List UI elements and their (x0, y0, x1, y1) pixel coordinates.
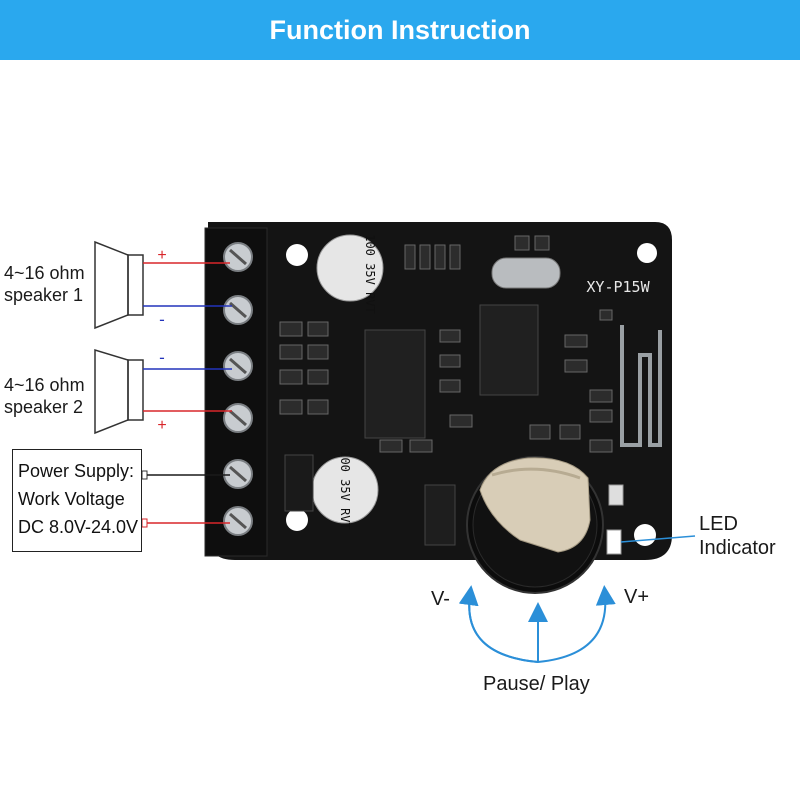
power-supply-box: Power Supply: Work Voltage DC 8.0V-24.0V (12, 449, 142, 552)
speaker-2-label: 4~16 ohm speaker 2 (4, 375, 85, 417)
crystal (491, 257, 561, 289)
regulator-chip (424, 484, 456, 546)
bluetooth-chip (479, 304, 539, 396)
smd-components (279, 235, 613, 453)
volume-down-label: V- (431, 588, 450, 610)
amplifier-chip (364, 329, 426, 439)
volume-up-label: V+ (624, 586, 650, 608)
svg-text:100 35V RVT: 100 35V RVT (338, 450, 352, 530)
capacitor-bottom: 100 35V RVT (311, 450, 379, 530)
voltage-range-label: DC 8.0V-24.0V (18, 517, 139, 537)
screw-terminals (223, 242, 253, 536)
control-arrows (458, 585, 616, 664)
title-banner: Function Instruction (0, 0, 800, 60)
rotary-encoder-knob (466, 456, 604, 594)
pcb-antenna (620, 325, 662, 447)
led (606, 529, 622, 555)
speaker-2-negative-sign: - (159, 348, 165, 367)
speaker-1-negative-sign: - (159, 310, 165, 329)
speaker-2-wires (143, 368, 232, 412)
volume-down-arrow (458, 585, 539, 663)
speaker-1-icon (94, 240, 144, 330)
power-supply-label: Power Supply: (18, 461, 135, 481)
speaker-1-positive-sign: + (157, 247, 166, 264)
capacitor-top: 100 35V RVT (316, 234, 384, 314)
led-indicator-label: LED Indicator (699, 513, 776, 559)
pause-play-label: Pause/ Play (483, 673, 590, 695)
power-wires (141, 470, 230, 528)
amplifier-board: 100 35V RVT 100 35V RVT (204, 222, 672, 594)
page-title: Function Instruction (269, 14, 531, 45)
diode (284, 454, 314, 512)
speaker-2-positive-sign: + (157, 417, 166, 434)
speaker-1-label: 4~16 ohm speaker 1 (4, 263, 85, 305)
led-resistor (608, 484, 624, 506)
speaker-2-icon (94, 348, 144, 435)
svg-text:100 35V RVT: 100 35V RVT (363, 234, 377, 314)
led-pointer-line (620, 535, 696, 543)
speaker-1-wires (143, 262, 232, 307)
board-model-label: XY-P15W (586, 278, 650, 296)
work-voltage-label: Work Voltage (18, 489, 125, 509)
